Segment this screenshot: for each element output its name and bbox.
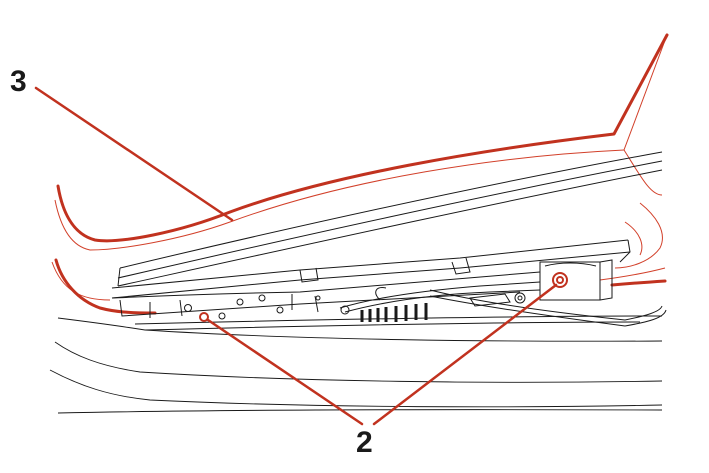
leader-lines	[34, 86, 558, 426]
cowl-assembly	[111, 151, 667, 331]
fastener-points	[199, 272, 568, 322]
fastener-right	[552, 272, 568, 288]
body-shell-thin	[51, 34, 668, 301]
spring-hatching	[360, 303, 428, 322]
callout-label-2: 2	[356, 426, 373, 459]
callout-label-3: 3	[10, 65, 27, 98]
leader-line-2-right	[372, 283, 558, 426]
leader-line-3	[34, 86, 234, 222]
fastener-right-inner	[556, 276, 564, 284]
body-contour-lines	[49, 317, 663, 414]
seal-strip-highlight	[54, 33, 669, 315]
fastener-left	[199, 312, 209, 322]
leader-line-2-left	[206, 318, 364, 426]
